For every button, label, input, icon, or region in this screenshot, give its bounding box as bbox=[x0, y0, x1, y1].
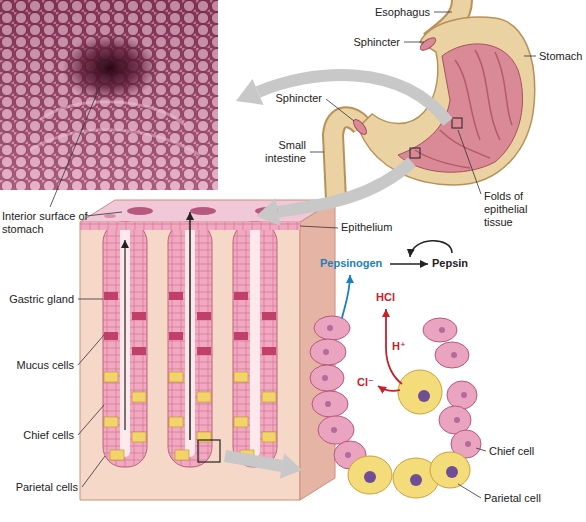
part-label: Esophagus bbox=[375, 6, 430, 19]
part-label: Epithelium bbox=[341, 221, 392, 234]
ion-label: H⁺ bbox=[392, 340, 406, 353]
micrograph bbox=[0, 0, 218, 190]
part-label: Folds of epithelial tissue bbox=[484, 190, 542, 229]
part-label: Chief cell bbox=[489, 445, 534, 458]
part-label: Sphincter bbox=[276, 92, 322, 105]
part-label: Mucus cells bbox=[17, 359, 74, 372]
part-label: Chief cells bbox=[23, 429, 74, 442]
gland-cells bbox=[310, 241, 481, 498]
tissue-block bbox=[80, 200, 335, 500]
zoom-arrow bbox=[225, 75, 448, 479]
part-label: Sphincter bbox=[354, 36, 400, 49]
molecule-label: HCl bbox=[376, 291, 395, 304]
molecule-label: Pepsin bbox=[432, 257, 468, 270]
leader-lines bbox=[50, 12, 536, 498]
part-label: Small intestine bbox=[254, 139, 306, 165]
part-label: Parietal cell bbox=[484, 492, 541, 505]
part-label: Parietal cells bbox=[16, 481, 78, 494]
part-label: Stomach bbox=[539, 50, 582, 63]
part-label: Interior surface of stomach bbox=[2, 210, 88, 236]
molecule-label: Pepsinogen bbox=[320, 257, 382, 270]
ion-label: Cl⁻ bbox=[357, 376, 374, 389]
part-label: Gastric gland bbox=[9, 293, 74, 306]
